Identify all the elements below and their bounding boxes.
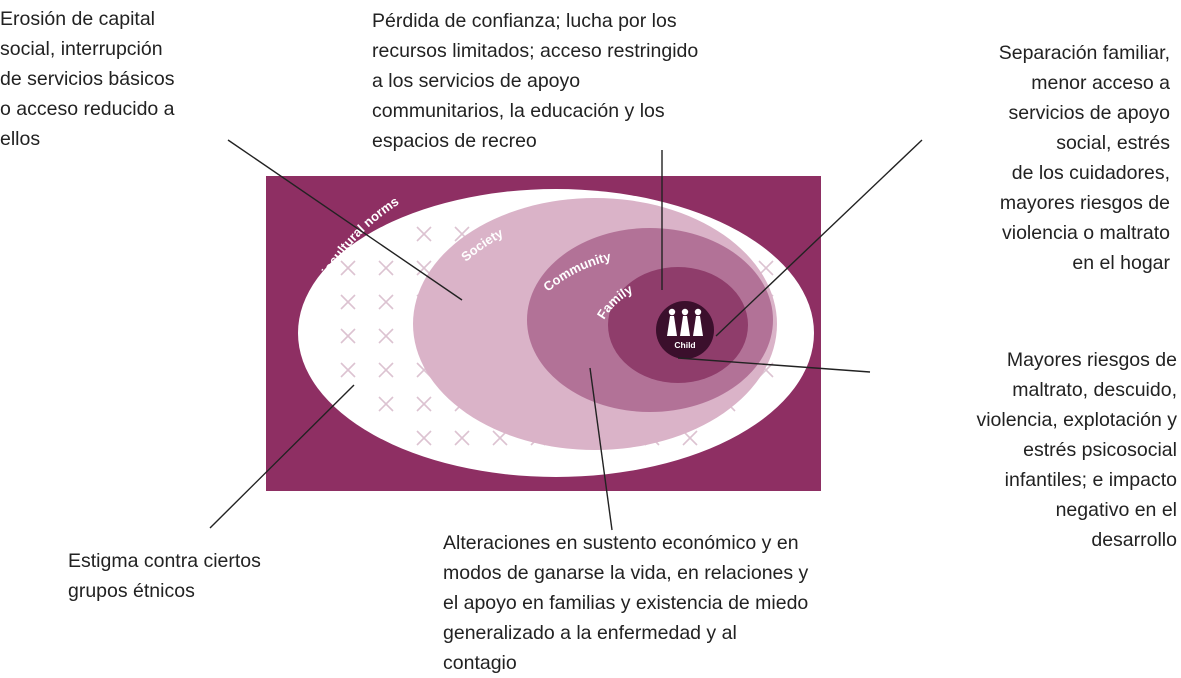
annotation-livelihood-disruption: Alteraciones en sustento económico y en … bbox=[443, 532, 809, 674]
cross-mark bbox=[378, 294, 394, 310]
cross-mark bbox=[416, 260, 432, 276]
cross-mark bbox=[340, 260, 356, 276]
cross-mark bbox=[682, 430, 698, 446]
leader-line-mid-right bbox=[677, 357, 871, 373]
annotation-social-capital-erosion: Erosión de capital social, interrupción … bbox=[0, 8, 175, 150]
child-ring-label: Child bbox=[674, 340, 695, 350]
leader-line-top-left bbox=[227, 139, 463, 301]
children-figures-icon bbox=[667, 308, 703, 336]
leader-line-top-right bbox=[715, 139, 923, 337]
cross-mark bbox=[758, 260, 774, 276]
cross-mark bbox=[416, 396, 432, 412]
cross-mark bbox=[416, 430, 432, 446]
annotation-child-risks: Mayores riesgos de maltrato, descuido, v… bbox=[976, 349, 1177, 551]
annotation-ethnic-stigma: Estigma contra ciertos grupos étnicos bbox=[68, 550, 261, 602]
cross-mark bbox=[416, 226, 432, 242]
leader-line-bottom-center bbox=[589, 367, 613, 531]
cross-mark bbox=[340, 328, 356, 344]
annotation-family-separation: Separación familiar, menor acceso a serv… bbox=[998, 42, 1170, 274]
cross-mark bbox=[378, 260, 394, 276]
leader-line-bottom-left bbox=[209, 384, 355, 529]
cross-mark bbox=[378, 328, 394, 344]
cross-mark bbox=[454, 226, 470, 242]
leader-lines bbox=[209, 139, 923, 531]
cross-mark bbox=[340, 362, 356, 378]
cross-mark bbox=[378, 396, 394, 412]
cross-mark bbox=[454, 430, 470, 446]
annotation-loss-of-trust: Pérdida de confianza; lucha por los recu… bbox=[372, 10, 699, 152]
cross-mark bbox=[378, 362, 394, 378]
cross-mark bbox=[340, 294, 356, 310]
